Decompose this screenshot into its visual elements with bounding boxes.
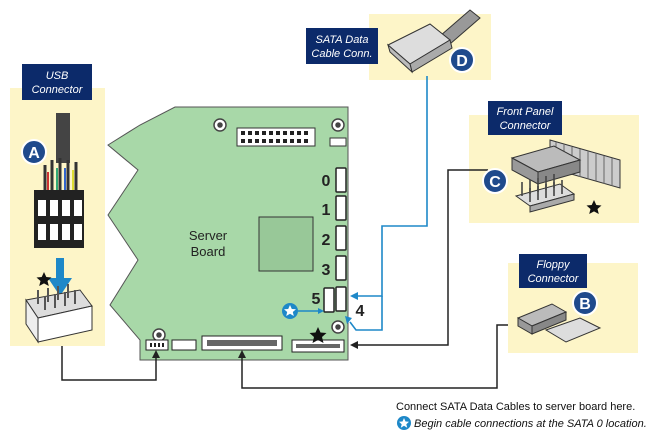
floppy-letter: B <box>579 296 591 313</box>
front-panel-cable-line <box>356 169 488 346</box>
start-star-icon <box>282 303 298 319</box>
board-label-line1: Server <box>189 228 228 243</box>
cpu-socket <box>258 216 314 272</box>
floppy-label-box <box>519 254 587 288</box>
front-panel-letter-badge: C <box>482 168 508 194</box>
sata-letter: D <box>456 53 468 70</box>
usb-label-line1: USB <box>46 70 69 82</box>
sata-port-5-label: 5 <box>312 291 321 308</box>
sata-label-box <box>306 28 378 64</box>
front-panel-label-line1: Front Panel <box>497 106 554 118</box>
usb-label-box <box>22 64 92 100</box>
power-connector <box>236 127 347 147</box>
front-panel-label-box <box>488 101 562 135</box>
usb-label-line2: Connector <box>32 84 84 96</box>
sata-letter-badge: D <box>449 47 475 73</box>
floppy-cable-line <box>241 324 508 389</box>
sata-ports <box>323 167 347 313</box>
sata-label-line1: SATA Data <box>316 34 369 46</box>
sata-port-1-label: 1 <box>322 202 331 219</box>
star-icon <box>309 327 327 343</box>
floppy-letter-badge: B <box>572 290 598 316</box>
star-icon <box>586 200 602 214</box>
sata-port-3-label: 3 <box>322 262 331 279</box>
sata-cable-illustration <box>387 9 481 74</box>
board-connector-pins <box>150 340 340 348</box>
usb-cable-illustration <box>25 113 93 344</box>
mounting-holes <box>152 118 345 342</box>
star-icon <box>36 272 52 286</box>
note-line-1: Connect SATA Data Cables to server board… <box>396 401 635 413</box>
sata-port-4-label: 4 <box>356 303 365 320</box>
front-panel-letter: C <box>489 174 501 191</box>
note-line-2: Begin cable connections at the SATA 0 lo… <box>414 418 647 430</box>
floppy-label-line2: Connector <box>528 273 580 285</box>
start-star-icon <box>397 416 411 430</box>
front-panel-label-line2: Connector <box>500 120 552 132</box>
usb-letter-badge: A <box>21 139 47 165</box>
usb-letter: A <box>28 145 40 162</box>
sata-port-0-label: 0 <box>322 173 331 190</box>
usb-cable-line <box>61 346 157 381</box>
sata-cable-line <box>356 76 428 297</box>
floppy-label-line1: Floppy <box>536 259 571 271</box>
floppy-connector-illustration <box>516 303 602 343</box>
board-label-line2: Board <box>191 244 226 259</box>
sata-port-2-label: 2 <box>322 232 331 249</box>
sata-label-line2: Cable Conn. <box>311 48 372 60</box>
front-panel-connector-illustration <box>510 139 621 213</box>
